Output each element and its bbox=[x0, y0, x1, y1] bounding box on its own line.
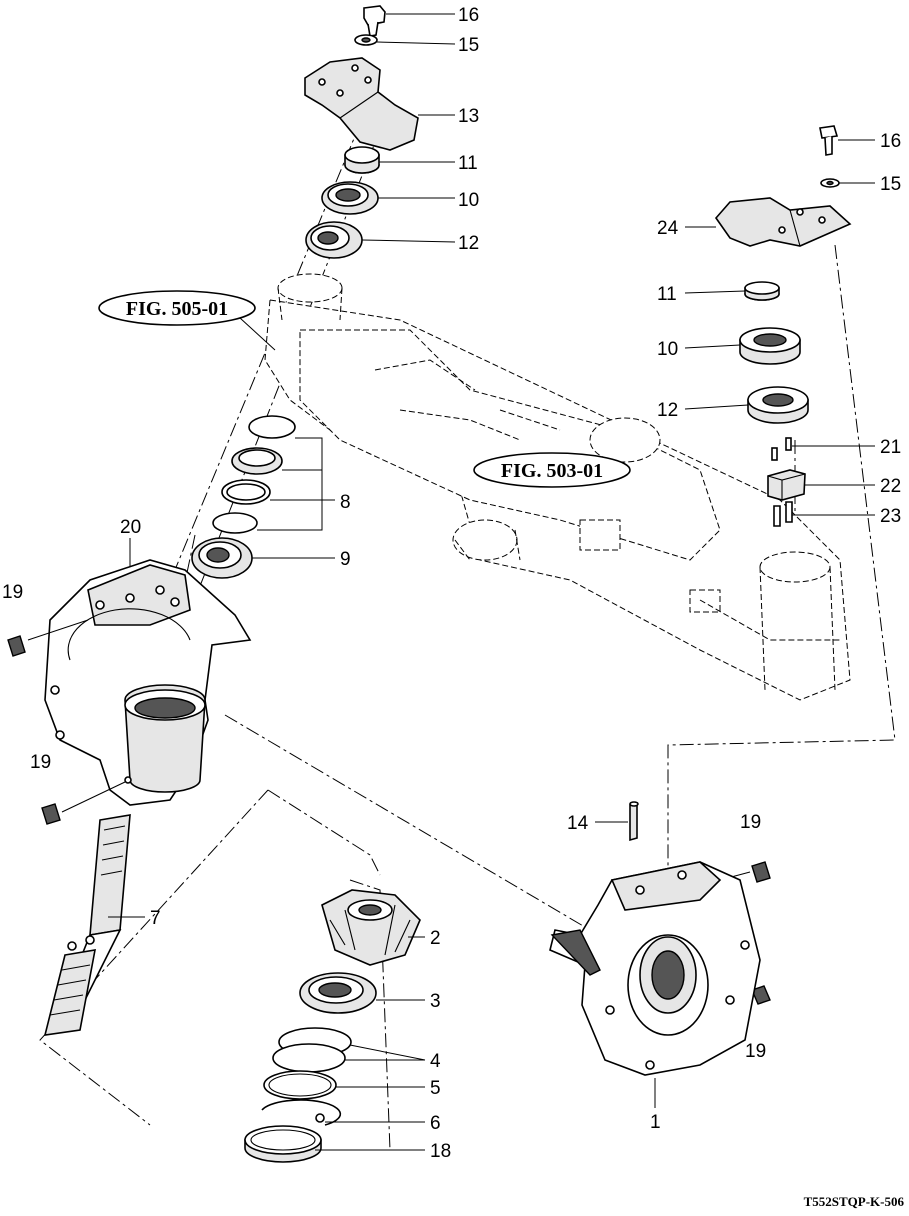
fig-ref-right-label: FIG. 503-01 bbox=[501, 460, 603, 482]
callout-14: 14 bbox=[567, 813, 589, 834]
callout-19-d: 19 bbox=[745, 1041, 766, 1062]
plug-19-b bbox=[41, 803, 61, 825]
washer-15-left bbox=[354, 34, 378, 46]
block-22 bbox=[767, 469, 806, 501]
callout-8: 8 bbox=[340, 492, 351, 513]
fig-ref-left-label: FIG. 505-01 bbox=[126, 298, 228, 320]
callout-12-left: 12 bbox=[458, 233, 479, 254]
fig-ref-505-01[interactable]: FIG. 505-01 bbox=[98, 290, 276, 351]
callout-6: 6 bbox=[430, 1113, 441, 1134]
leader-lines bbox=[108, 13, 875, 1151]
callout-22: 22 bbox=[880, 476, 901, 497]
washer-15-right bbox=[820, 178, 840, 188]
callout-19-c: 19 bbox=[740, 812, 761, 833]
callout-15-left: 15 bbox=[458, 35, 479, 56]
callout-16-left: 16 bbox=[458, 5, 479, 26]
pins-21 bbox=[771, 437, 792, 461]
callout-9: 9 bbox=[340, 549, 351, 570]
bolts-23 bbox=[773, 501, 793, 527]
callout-10-left: 10 bbox=[458, 190, 479, 211]
callout-20: 20 bbox=[120, 517, 141, 538]
callout-3: 3 bbox=[430, 991, 441, 1012]
callout-19-b: 19 bbox=[30, 752, 51, 773]
ring-5 bbox=[263, 1070, 337, 1100]
axle-housing-reference bbox=[264, 273, 851, 701]
drawing-code: T552STQP-K-506 bbox=[804, 1194, 905, 1209]
callout-16-right: 16 bbox=[880, 131, 901, 152]
callout-15-right: 15 bbox=[880, 174, 901, 195]
cover-24 bbox=[714, 197, 852, 247]
callout-23: 23 bbox=[880, 506, 901, 527]
callout-12-right: 12 bbox=[657, 400, 678, 421]
callout-1: 1 bbox=[650, 1112, 661, 1133]
bolt-16-right bbox=[819, 125, 839, 156]
callout-10-right: 10 bbox=[657, 339, 678, 360]
callout-13: 13 bbox=[458, 106, 479, 127]
callout-2: 2 bbox=[430, 928, 441, 949]
shaft-7 bbox=[43, 814, 131, 1036]
callout-7: 7 bbox=[150, 908, 161, 929]
fig-ref-503-01[interactable]: FIG. 503-01 bbox=[473, 452, 631, 488]
final-case-20 bbox=[44, 559, 252, 806]
bevel-gear-2 bbox=[321, 889, 421, 966]
collar-11-right bbox=[744, 281, 780, 301]
plug-19-c bbox=[751, 861, 771, 883]
collar-11-left bbox=[344, 146, 380, 174]
plug-19-a bbox=[7, 635, 26, 657]
shims-4 bbox=[272, 1027, 352, 1073]
callout-11-right: 11 bbox=[657, 284, 677, 305]
seal-10-left bbox=[321, 181, 379, 215]
bolt-16-left bbox=[363, 5, 386, 37]
callout-5: 5 bbox=[430, 1078, 441, 1099]
plug-19-d bbox=[751, 985, 771, 1005]
bearing-12-left bbox=[305, 221, 363, 259]
callout-18: 18 bbox=[430, 1141, 451, 1162]
callout-4: 4 bbox=[430, 1051, 441, 1072]
callout-labels: 16 15 13 11 10 12 16 15 24 11 10 12 21 2… bbox=[2, 5, 901, 1162]
bearing-12-right bbox=[747, 386, 809, 424]
ring-18 bbox=[244, 1125, 322, 1163]
callout-24: 24 bbox=[657, 218, 679, 239]
seal-10-right bbox=[739, 327, 801, 365]
pin-14 bbox=[629, 801, 639, 842]
housing-1 bbox=[549, 861, 761, 1076]
callout-11-left: 11 bbox=[458, 153, 478, 174]
shims-8 bbox=[212, 415, 296, 534]
bearing-3 bbox=[299, 972, 377, 1014]
callout-21: 21 bbox=[880, 437, 901, 458]
snap-ring-6 bbox=[261, 1099, 342, 1126]
bearing-9 bbox=[191, 537, 253, 579]
callout-19-a: 19 bbox=[2, 582, 23, 603]
cover-13 bbox=[304, 57, 419, 151]
